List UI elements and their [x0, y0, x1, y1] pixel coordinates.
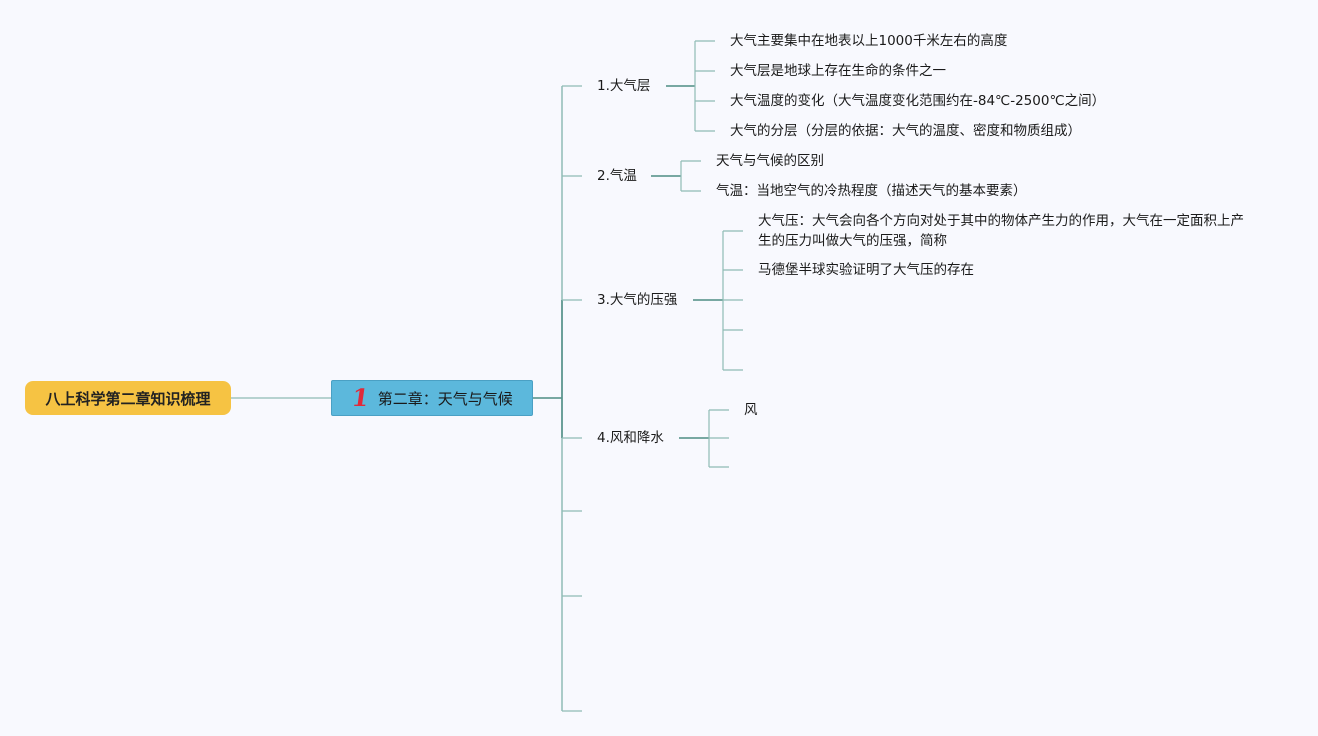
leaf-node[interactable]: 大气的分层（分层的依据：大气的温度、密度和物质组成）: [730, 121, 1081, 141]
leaf-label: 大气压：大气会向各个方向对处于其中的物体产生力的作用，大气在一定面积上产生的压力…: [758, 213, 1244, 249]
main-topic-node[interactable]: 1 第二章：天气与气候: [331, 380, 533, 416]
topic-node-air-pressure[interactable]: 3.大气的压强: [597, 290, 677, 310]
topic-label: 1.大气层: [597, 78, 651, 94]
topic-node-atmosphere[interactable]: 1.大气层: [597, 76, 650, 96]
leaf-label: 大气温度的变化（大气温度变化范围约在-84℃-2500℃之间）: [730, 93, 1106, 109]
topic-node-temperature[interactable]: 2.气温: [597, 166, 637, 186]
leaf-node[interactable]: 风: [744, 400, 758, 420]
leaf-node[interactable]: 天气与气候的区别: [716, 151, 824, 171]
topic-label: 4.风和降水: [597, 430, 664, 446]
root-node[interactable]: 八上科学第二章知识梳理: [25, 381, 231, 415]
leaf-label: 风: [744, 402, 758, 418]
topic-node-wind-precipitation[interactable]: 4.风和降水: [597, 428, 664, 448]
topic-label: 2.气温: [597, 168, 637, 184]
leaf-label: 天气与气候的区别: [716, 153, 824, 169]
leaf-node[interactable]: 大气压：大气会向各个方向对处于其中的物体产生力的作用，大气在一定面积上产生的压力…: [758, 211, 1252, 251]
main-topic-label: 第二章：天气与气候: [377, 389, 513, 408]
leaf-node[interactable]: 大气温度的变化（大气温度变化范围约在-84℃-2500℃之间）: [730, 91, 1105, 111]
leaf-node[interactable]: 大气主要集中在地表以上1000千米左右的高度: [730, 31, 1007, 51]
priority-marker-icon: 1: [350, 383, 371, 412]
root-node-label: 八上科学第二章知识梳理: [45, 389, 211, 408]
leaf-node[interactable]: 气温：当地空气的冷热程度（描述天气的基本要素）: [716, 181, 1027, 201]
leaf-label: 气温：当地空气的冷热程度（描述天气的基本要素）: [716, 183, 1027, 199]
leaf-node[interactable]: 大气层是地球上存在生命的条件之一: [730, 61, 946, 81]
topic-label: 3.大气的压强: [597, 292, 678, 308]
leaf-label: 大气的分层（分层的依据：大气的温度、密度和物质组成）: [730, 123, 1081, 139]
leaf-label: 大气主要集中在地表以上1000千米左右的高度: [730, 33, 1008, 49]
leaf-label: 马德堡半球实验证明了大气压的存在: [758, 262, 974, 278]
leaf-node[interactable]: 马德堡半球实验证明了大气压的存在: [758, 260, 974, 280]
leaf-label: 大气层是地球上存在生命的条件之一: [730, 63, 946, 79]
